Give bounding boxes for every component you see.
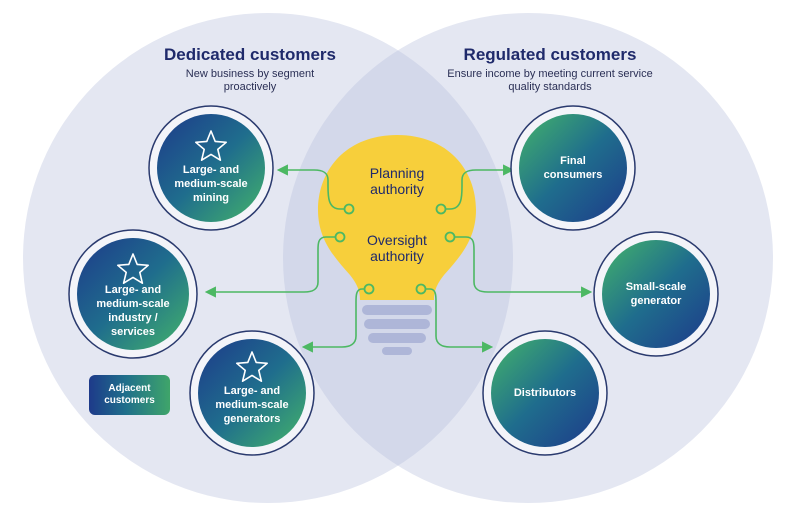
connector-dot [363,283,375,295]
badge-line: customers [104,395,155,406]
connector-dot [435,203,447,215]
lightbulb [318,135,476,355]
node-label-line: Large- and [223,385,281,397]
node-label-line: Distributors [513,387,577,399]
subtitle-line: Ensure income by meeting current service [447,68,653,80]
node-generators [189,330,315,456]
regulated-customers-subtitle: Ensure income by meeting current service… [420,68,680,94]
subtitle-line: quality standards [508,81,592,93]
node-label-line: medium-scale [174,178,248,190]
badge-line: Adjacent [108,383,151,394]
node-disc [77,238,189,350]
connector-oversight-to-generators [301,288,369,353]
bulb-label-line: authority [370,181,424,197]
bulb-base-ring-3 [368,333,426,343]
star-icon [195,130,227,161]
node-label-line: medium-scale [96,298,170,310]
subtitle-line: proactively [223,81,277,93]
bulb-base-tip [382,347,412,355]
node-label-final-consumers: Final consumers [528,150,618,186]
connector-dot [415,283,427,295]
connector-dot [334,231,346,243]
regulated-customers-title: Regulated customers [463,45,637,64]
oversight-authority-label: Oversight authority [347,232,447,264]
node-disc [519,114,627,222]
bulb-label-line: authority [370,248,424,264]
node-label-small-scale-generator: Small-scale generator [611,276,701,312]
node-label-mining: Large- and medium-scale mining [166,160,256,208]
node-label-line: medium-scale [215,399,289,411]
connector-dots [334,203,456,295]
bulb-base-ring-2 [364,319,430,329]
subtitle-line: New business by segment [185,68,315,80]
node-label-line: Small-scale [625,281,687,293]
bulb-label-line: Planning [369,165,425,181]
node-label-line: generators [223,413,281,425]
node-label-line: Large- and [182,164,240,176]
node-label-generators: Large- and medium-scale generators [207,381,297,429]
adjacent-customers-badge: Adjacent customers [89,375,170,415]
node-label-line: Large- and [104,284,162,296]
connectors-left [204,164,369,353]
connector-planning-to-final-consumers [441,164,515,210]
star-icon [117,253,149,285]
bulb-base-ring-1 [362,305,432,315]
node-label-distributors: Distributors [500,383,590,403]
node-mining [148,105,274,231]
node-final-consumers [510,105,636,231]
dedicated-customers-title: Dedicated customers [164,45,336,64]
node-disc [198,339,306,447]
bulb-glass [318,135,476,300]
connector-dot [444,231,456,243]
planning-authority-label: Planning authority [347,165,447,197]
connector-oversight-to-industry [204,236,340,298]
star-icon [236,351,269,383]
node-disc [491,339,599,447]
dedicated-customers-subtitle: New business by segment proactively [130,68,370,94]
node-label-line: generator [630,295,682,307]
node-disc [602,240,710,348]
connector-oversight-to-small-scale [450,236,593,298]
bulb-label-line: Oversight [367,232,427,248]
node-distributors [482,330,608,456]
connector-planning-to-mining [276,164,349,210]
node-label-industry-services: Large- and medium-scale industry / servi… [88,282,178,340]
connector-dot [343,203,355,215]
node-disc [157,114,265,222]
node-label-line: consumers [543,169,603,181]
node-label-line: industry / [108,312,158,324]
connector-oversight-to-distributors [421,288,494,353]
connectors-right [421,164,593,353]
node-label-line: services [110,326,156,338]
node-industry-services [68,229,198,359]
node-label-line: mining [192,192,230,204]
node-label-line: Final [560,155,586,167]
node-small-scale-generator [593,231,719,357]
